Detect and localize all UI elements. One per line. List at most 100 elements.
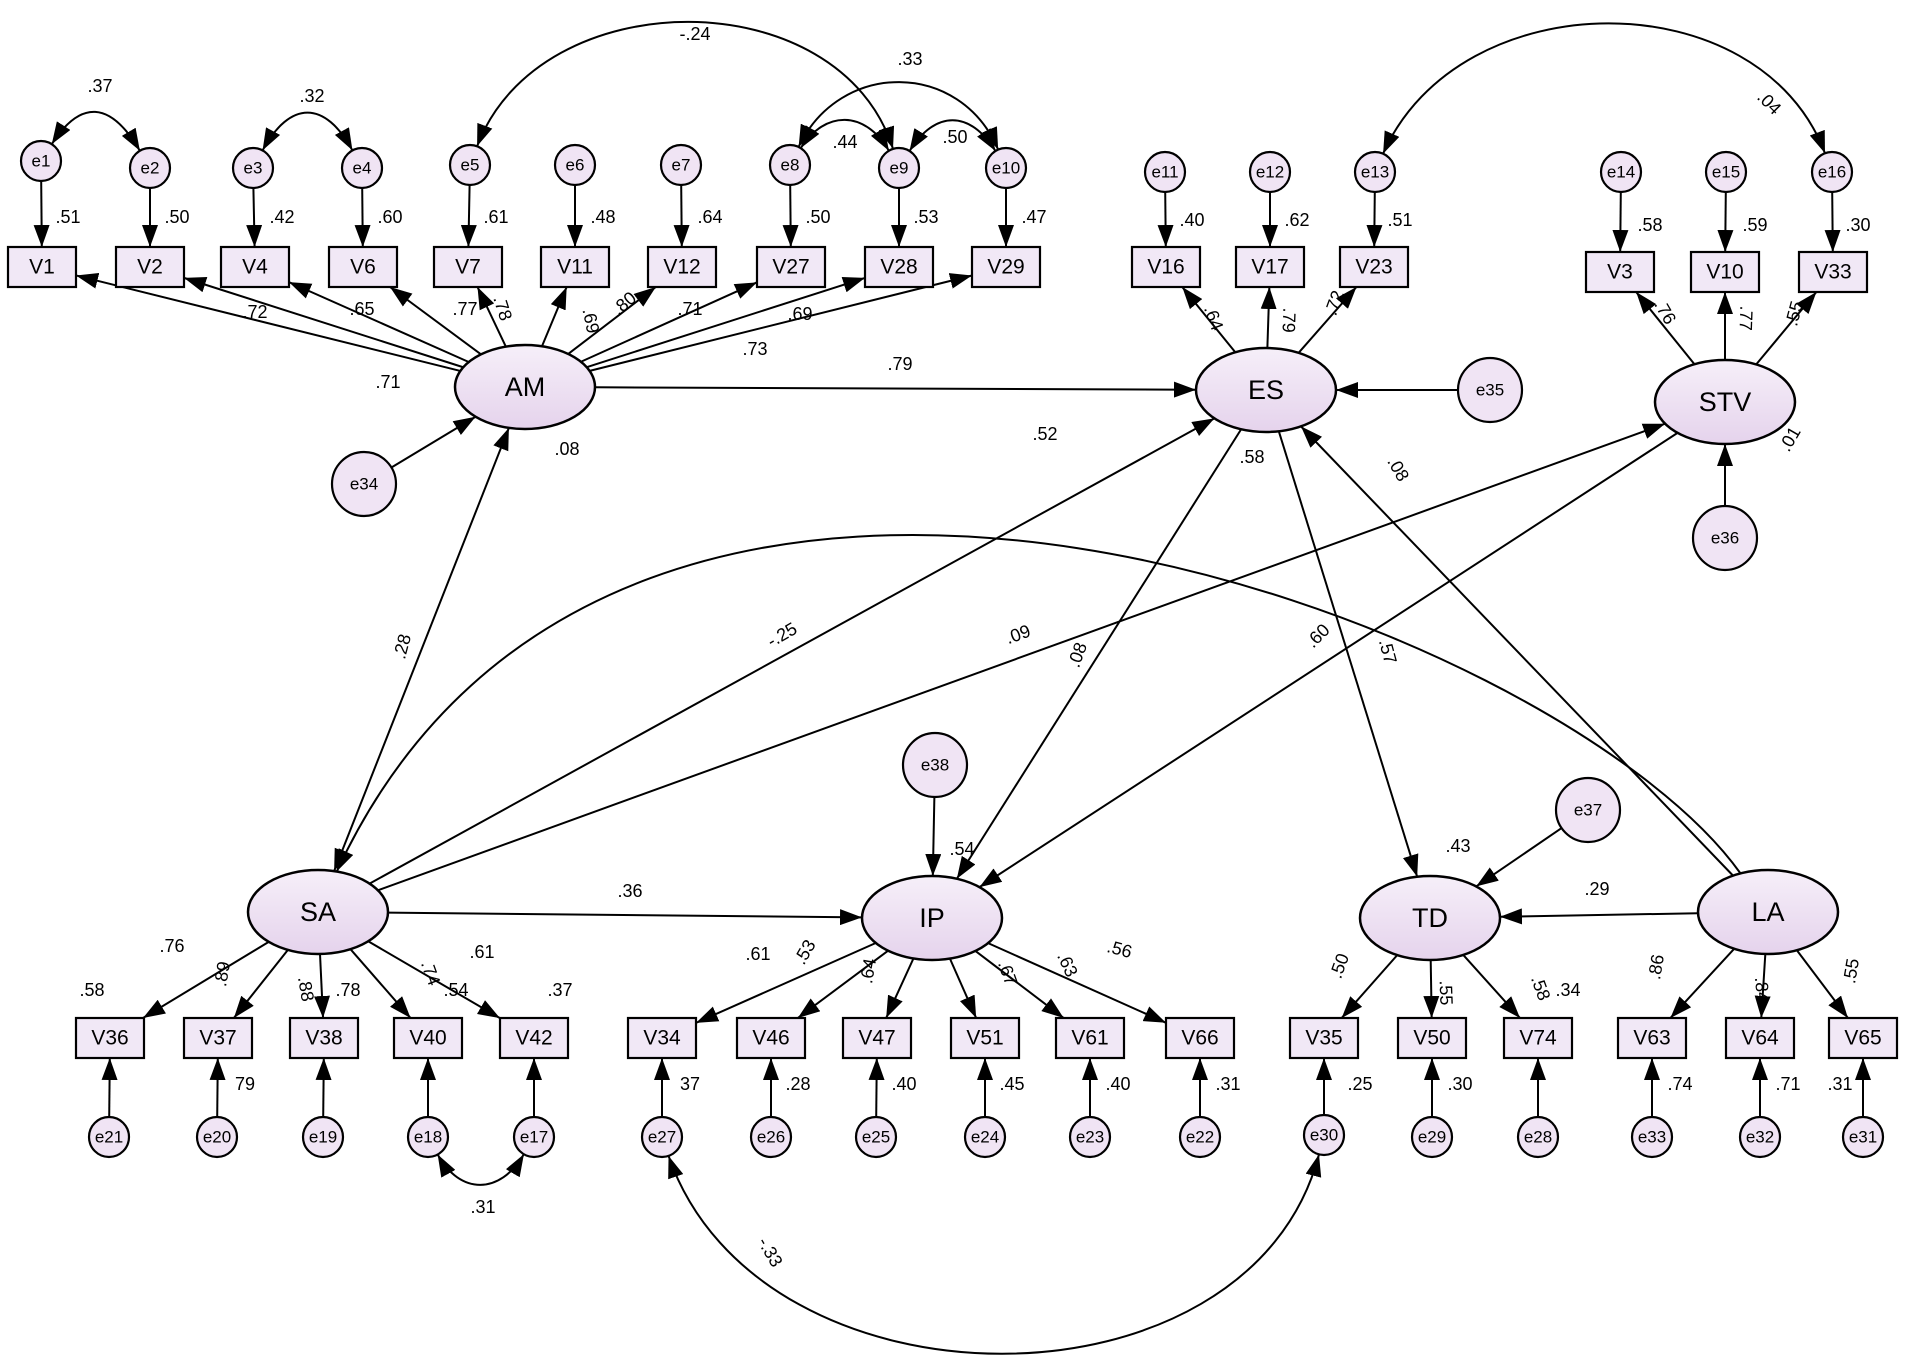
observed-V35: V35 bbox=[1288, 1016, 1360, 1060]
loading-label-AM-V1: .71 bbox=[375, 372, 400, 392]
path-ES-IP bbox=[955, 428, 1243, 880]
loading-label-IP-V61: .63 bbox=[1053, 949, 1082, 980]
error-e6: e6 bbox=[553, 143, 597, 187]
loading-ES-V16 bbox=[1181, 286, 1237, 353]
e28-label: e28 bbox=[1524, 1128, 1552, 1147]
e24-label: e24 bbox=[971, 1128, 999, 1147]
error-e30: e30 bbox=[1302, 1113, 1346, 1157]
V7-label: V7 bbox=[455, 256, 481, 279]
V12-label: V12 bbox=[663, 256, 700, 279]
observed-V38: V38 bbox=[288, 1016, 360, 1060]
error-e14-shape bbox=[1599, 150, 1643, 194]
V50-label: V50 bbox=[1413, 1027, 1450, 1050]
loading-IP-V47 bbox=[885, 958, 915, 1019]
path-label-SA-IP: .36 bbox=[617, 881, 642, 901]
path-label-LA-TD: .29 bbox=[1584, 879, 1609, 899]
V38-label: V38 bbox=[305, 1027, 342, 1050]
observed-V11-shape bbox=[539, 245, 611, 289]
observed-V28: V28 bbox=[863, 245, 935, 289]
path-label-SA-ES: -.25 bbox=[764, 618, 801, 651]
loading-LA-V65 bbox=[1796, 949, 1849, 1019]
latent-STV-shape bbox=[1653, 358, 1797, 446]
loading-label-ES-V23: .72 bbox=[1321, 288, 1348, 318]
observed-V51: V51 bbox=[949, 1016, 1021, 1060]
loading-label-AM-V27: .71 bbox=[677, 299, 702, 319]
observed-V37: V37 bbox=[182, 1016, 254, 1060]
r2-label-V17: .62 bbox=[1284, 210, 1309, 230]
r2-label-TD: .43 bbox=[1445, 836, 1470, 856]
error-e26-shape bbox=[749, 1115, 793, 1159]
error-e23: e23 bbox=[1068, 1115, 1112, 1159]
loading-label-STV-V3: .76 bbox=[1650, 296, 1680, 328]
error-e8: e8 bbox=[768, 143, 812, 187]
cov-label-e9-e10: .50 bbox=[942, 127, 967, 147]
e8-label: e8 bbox=[781, 156, 800, 175]
e20-label: e20 bbox=[203, 1128, 231, 1147]
observed-V2-shape bbox=[114, 245, 186, 289]
TD-label: TD bbox=[1412, 903, 1448, 933]
cov-e3-e4 bbox=[261, 111, 354, 151]
loading-label-SA-V36: .76 bbox=[159, 936, 184, 956]
error-e10: e10 bbox=[984, 146, 1028, 190]
loading-label-TD-V50: .55 bbox=[1436, 980, 1457, 1006]
r2-label-V1: .51 bbox=[55, 207, 80, 227]
observed-V10-shape bbox=[1689, 250, 1761, 294]
loading-label-STV-V10: .77 bbox=[1736, 305, 1757, 331]
r2-label-V40: .54 bbox=[443, 980, 468, 1000]
r2-label-V47: .40 bbox=[891, 1074, 916, 1094]
loading-label-AM-V29: .73 bbox=[742, 339, 767, 359]
error-e9-shape bbox=[877, 146, 921, 190]
error-e3-shape bbox=[231, 146, 275, 190]
path-label-ES-IP: .08 bbox=[1064, 640, 1091, 670]
error-e4-shape bbox=[340, 146, 384, 190]
r2-label-V29: .47 bbox=[1021, 207, 1046, 227]
loading-label-IP-V66: .56 bbox=[1105, 936, 1134, 962]
error-path-e25-V47 bbox=[868, 1057, 885, 1118]
r2-label-V27: .50 bbox=[805, 207, 830, 227]
error-e24: e24 bbox=[963, 1115, 1007, 1159]
path-LA-TD bbox=[1499, 908, 1699, 925]
loading-label-LA-V65: .55 bbox=[1839, 957, 1863, 985]
error-e20-shape bbox=[195, 1115, 239, 1159]
V63-label: V63 bbox=[1633, 1027, 1670, 1050]
error-e30-shape bbox=[1302, 1113, 1346, 1157]
error-e4: e4 bbox=[340, 146, 384, 190]
cov-e8-e9 bbox=[799, 118, 890, 152]
path-label-SA-AM: .28 bbox=[389, 632, 415, 661]
V6-label: V6 bbox=[350, 256, 376, 279]
loading-AM-V7 bbox=[476, 286, 507, 348]
observed-V47-shape bbox=[841, 1016, 913, 1060]
r2-label-V7: .61 bbox=[483, 207, 508, 227]
e27-label: e27 bbox=[648, 1128, 676, 1147]
e23-label: e23 bbox=[1076, 1128, 1104, 1147]
V51-label: V51 bbox=[966, 1027, 1003, 1050]
r2-label-V46: .28 bbox=[785, 1074, 810, 1094]
disturbance-e38-IP bbox=[925, 796, 942, 877]
error-e5: e5 bbox=[448, 143, 492, 187]
error-path-e19-V38 bbox=[315, 1057, 332, 1118]
observed-V47: V47 bbox=[841, 1016, 913, 1060]
observed-V4: V4 bbox=[219, 245, 291, 289]
latent-AM: AM bbox=[453, 343, 597, 431]
e26-label: e26 bbox=[757, 1128, 785, 1147]
observed-V3-shape bbox=[1584, 250, 1656, 294]
V10-label: V10 bbox=[1706, 261, 1743, 284]
latent-LA: LA bbox=[1696, 868, 1840, 956]
error-e10-shape bbox=[984, 146, 1028, 190]
V40-label: V40 bbox=[409, 1027, 446, 1050]
loading-ES-V17 bbox=[1260, 286, 1277, 349]
loading-label-ES-V16: .64 bbox=[1200, 303, 1227, 333]
r2-label-V64: .71 bbox=[1775, 1074, 1800, 1094]
e6-label: e6 bbox=[566, 156, 585, 175]
paths-layer bbox=[33, 20, 1871, 1355]
observed-V34-shape bbox=[626, 1016, 698, 1060]
observed-V11: V11 bbox=[539, 245, 611, 289]
e38-label: e38 bbox=[921, 756, 949, 775]
error-e19-shape bbox=[301, 1115, 345, 1159]
V74-label: V74 bbox=[1519, 1027, 1557, 1050]
V27-label: V27 bbox=[772, 256, 809, 279]
r2-label-V51: .45 bbox=[999, 1074, 1024, 1094]
V64-label: V64 bbox=[1741, 1027, 1779, 1050]
path-SA-STV bbox=[377, 422, 1666, 892]
